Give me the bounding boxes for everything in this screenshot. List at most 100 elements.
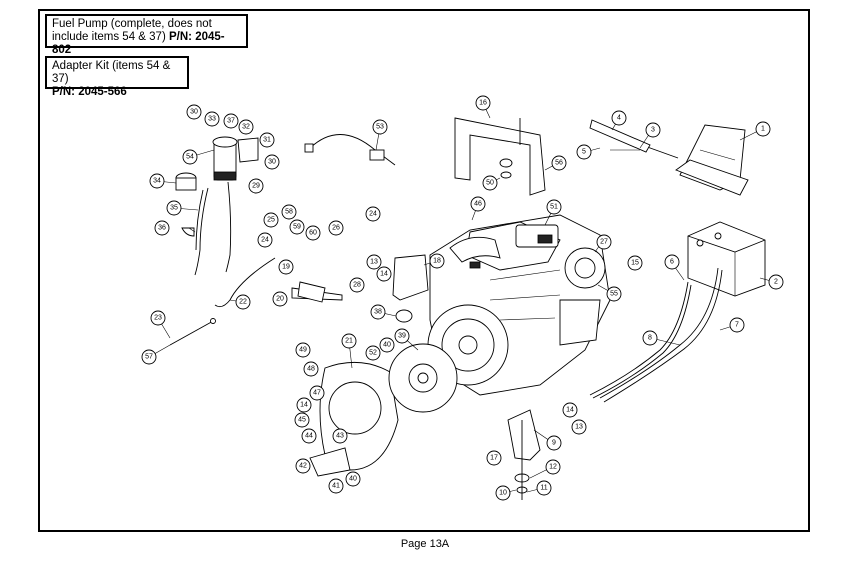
callout-10: 10	[495, 485, 511, 501]
callout-12: 12	[545, 459, 561, 475]
svg-text:28: 28	[353, 282, 361, 289]
svg-text:33: 33	[208, 116, 216, 123]
callout-33: 33	[204, 111, 220, 127]
svg-text:40: 40	[383, 342, 391, 349]
callout-28: 28	[349, 277, 365, 293]
svg-text:31: 31	[263, 137, 271, 144]
callout-16: 16	[475, 95, 491, 111]
callout-14: 14	[562, 402, 578, 418]
callout-13: 13	[571, 419, 587, 435]
svg-text:56: 56	[555, 160, 563, 167]
callout-15: 15	[627, 255, 643, 271]
svg-text:17: 17	[490, 455, 498, 462]
callout-45: 45	[294, 412, 310, 428]
callout-32: 32	[238, 119, 254, 135]
callout-19: 19	[278, 259, 294, 275]
callout-36: 36	[154, 220, 170, 236]
svg-text:14: 14	[380, 271, 388, 278]
adapter-kit-pn-label: P/N:	[52, 86, 75, 98]
callout-7: 7	[729, 317, 745, 333]
svg-text:18: 18	[433, 258, 441, 265]
svg-text:25: 25	[267, 217, 275, 224]
callout-50: 50	[482, 175, 498, 191]
callout-30: 30	[186, 104, 202, 120]
callout-26: 26	[328, 220, 344, 236]
svg-text:53: 53	[376, 124, 384, 131]
callout-35: 35	[166, 200, 182, 216]
callout-20: 20	[272, 291, 288, 307]
callout-4: 4	[611, 110, 627, 126]
fuel-pump-part-number: 2045-802	[52, 31, 225, 56]
svg-text:24: 24	[369, 211, 377, 218]
fuel-pump-note-text: Fuel Pump (complete, does not include it…	[52, 18, 212, 43]
sensor-harness	[304, 134, 396, 166]
svg-text:58: 58	[285, 209, 293, 216]
callout-27: 27	[596, 234, 612, 250]
svg-text:2: 2	[774, 279, 778, 286]
callout-58: 58	[281, 204, 297, 220]
svg-text:16: 16	[479, 100, 487, 107]
svg-text:43: 43	[336, 433, 344, 440]
svg-text:41: 41	[332, 483, 340, 490]
svg-text:46: 46	[474, 201, 482, 208]
svg-text:37: 37	[227, 118, 235, 125]
callout-53: 53	[372, 119, 388, 135]
svg-text:14: 14	[566, 407, 574, 414]
svg-text:20: 20	[276, 296, 284, 303]
callout-59: 59	[289, 219, 305, 235]
callout-14-c: 14	[296, 397, 312, 413]
callout-24: 24	[365, 206, 381, 222]
svg-text:15: 15	[631, 260, 639, 267]
svg-text:3: 3	[651, 127, 655, 134]
callout-54: 54	[182, 149, 198, 165]
svg-text:30: 30	[268, 159, 276, 166]
callout-25: 25	[263, 212, 279, 228]
callout-56: 56	[551, 155, 567, 171]
callout-3: 3	[645, 122, 661, 138]
svg-text:59: 59	[293, 224, 301, 231]
svg-text:14: 14	[300, 402, 308, 409]
callout-31: 31	[259, 132, 275, 148]
callout-14-b: 14	[376, 266, 392, 282]
fuel-pump-assembly	[175, 136, 259, 276]
callout-51: 51	[546, 199, 562, 215]
svg-text:45: 45	[298, 417, 306, 424]
svg-text:29: 29	[252, 183, 260, 190]
svg-text:22: 22	[239, 299, 247, 306]
battery-tray	[675, 124, 749, 196]
adapter-kit-note: Adapter Kit (items 54 & 37) P/N: 2045-56…	[45, 56, 189, 98]
svg-text:39: 39	[398, 333, 406, 340]
fuel-pump-pn-label: P/N:	[169, 31, 192, 43]
adapter-kit-note-text: Adapter Kit (items 54 & 37)	[52, 60, 171, 85]
battery-cables	[589, 267, 723, 403]
svg-text:13: 13	[370, 259, 378, 266]
callout-52: 52	[365, 345, 381, 361]
svg-text:6: 6	[670, 259, 674, 266]
callout-48: 48	[303, 361, 319, 377]
callout-46: 46	[470, 196, 486, 212]
svg-text:54: 54	[186, 154, 194, 161]
engine-mount	[507, 409, 541, 500]
svg-text:30: 30	[190, 109, 198, 116]
callout-24-b: 24	[257, 232, 273, 248]
battery	[687, 221, 766, 297]
svg-text:21: 21	[345, 338, 353, 345]
callout-8: 8	[642, 330, 658, 346]
fuel-pump-note: Fuel Pump (complete, does not include it…	[45, 14, 248, 56]
callout-18: 18	[429, 253, 445, 269]
callout-44: 44	[301, 428, 317, 444]
svg-text:34: 34	[153, 178, 161, 185]
adapter-kit-part-number: 2045-566	[78, 86, 127, 98]
callout-42: 42	[295, 458, 311, 474]
svg-text:36: 36	[158, 225, 166, 232]
svg-text:27: 27	[600, 239, 608, 246]
svg-text:42: 42	[299, 463, 307, 470]
callout-39: 39	[394, 328, 410, 344]
svg-text:47: 47	[313, 390, 321, 397]
svg-text:13: 13	[575, 424, 583, 431]
callout-11: 11	[536, 480, 552, 496]
svg-text:60: 60	[309, 230, 317, 237]
throttle-cable	[169, 257, 276, 346]
callout-2: 2	[768, 274, 784, 290]
